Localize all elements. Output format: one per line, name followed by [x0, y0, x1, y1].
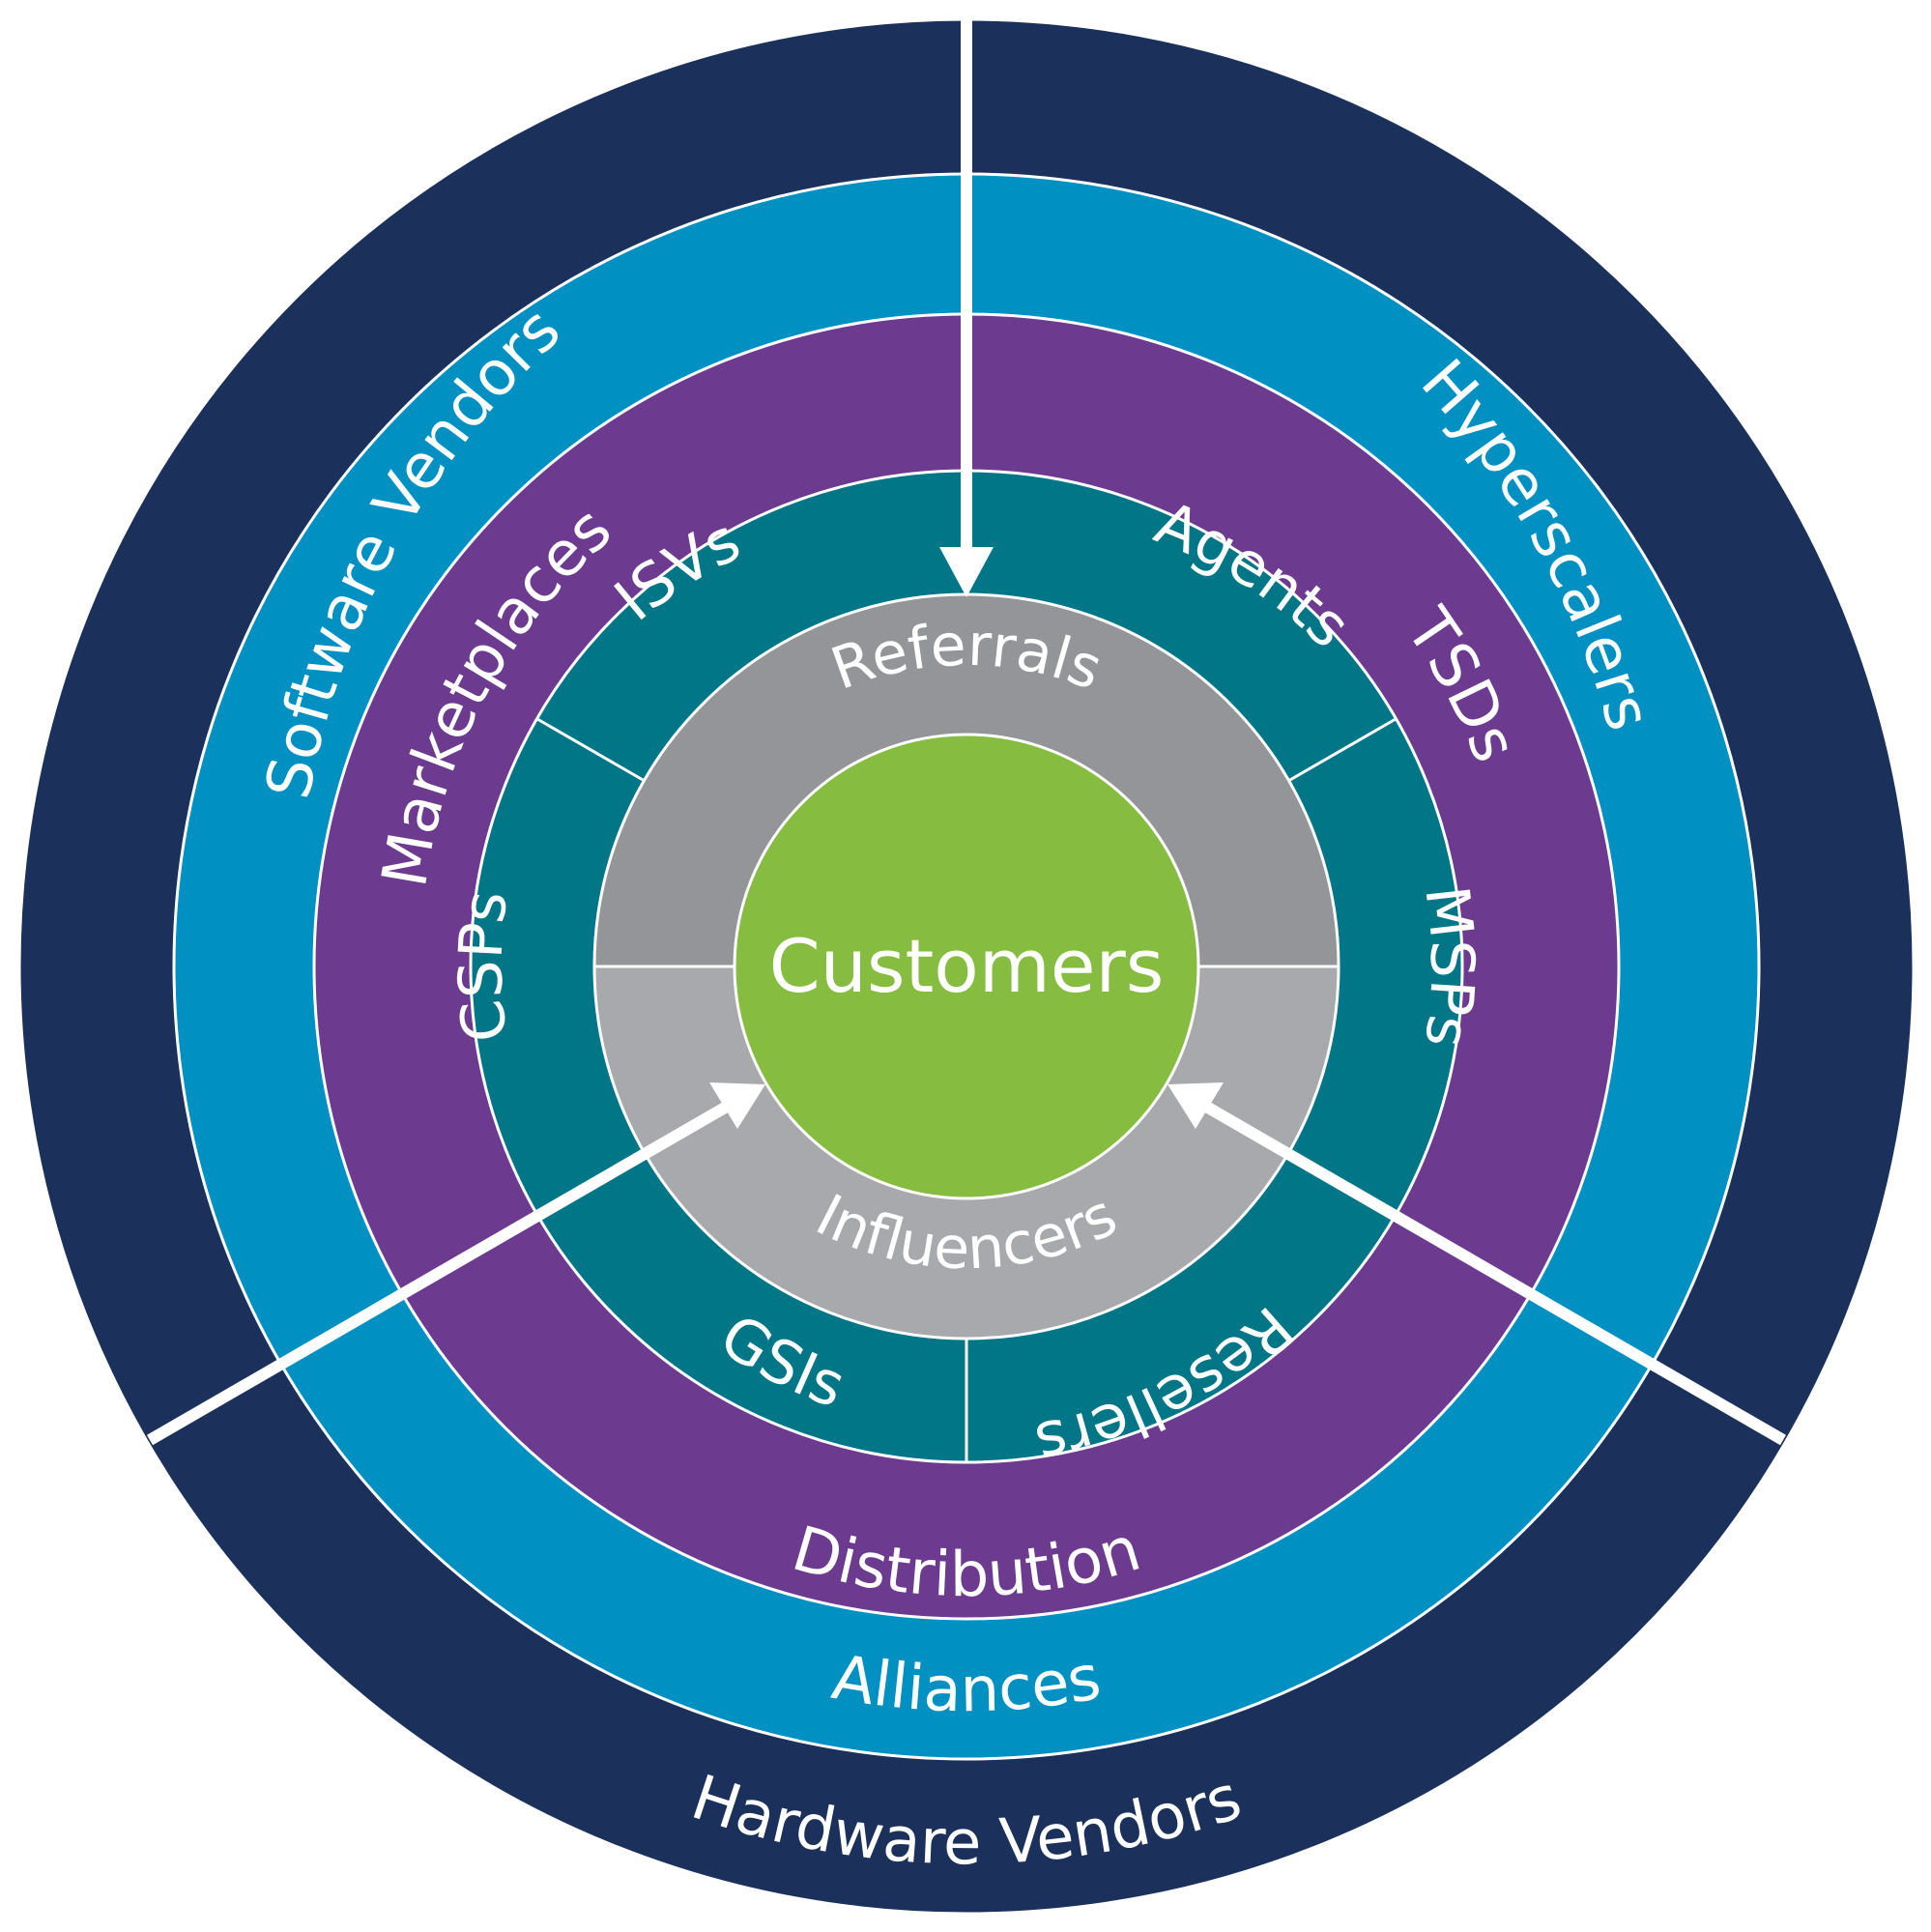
customers-label: Customers — [769, 923, 1165, 1009]
csps-label: CSPs — [445, 886, 521, 1045]
msps-label: MSPs — [1411, 882, 1488, 1052]
arrow-head-left — [709, 1082, 765, 1129]
alliances-label: Alliances — [827, 1642, 1107, 1726]
arrow-lines — [146, 19, 1787, 1446]
arrow-head-right — [1167, 1082, 1224, 1129]
arrow-head-top — [939, 547, 994, 597]
